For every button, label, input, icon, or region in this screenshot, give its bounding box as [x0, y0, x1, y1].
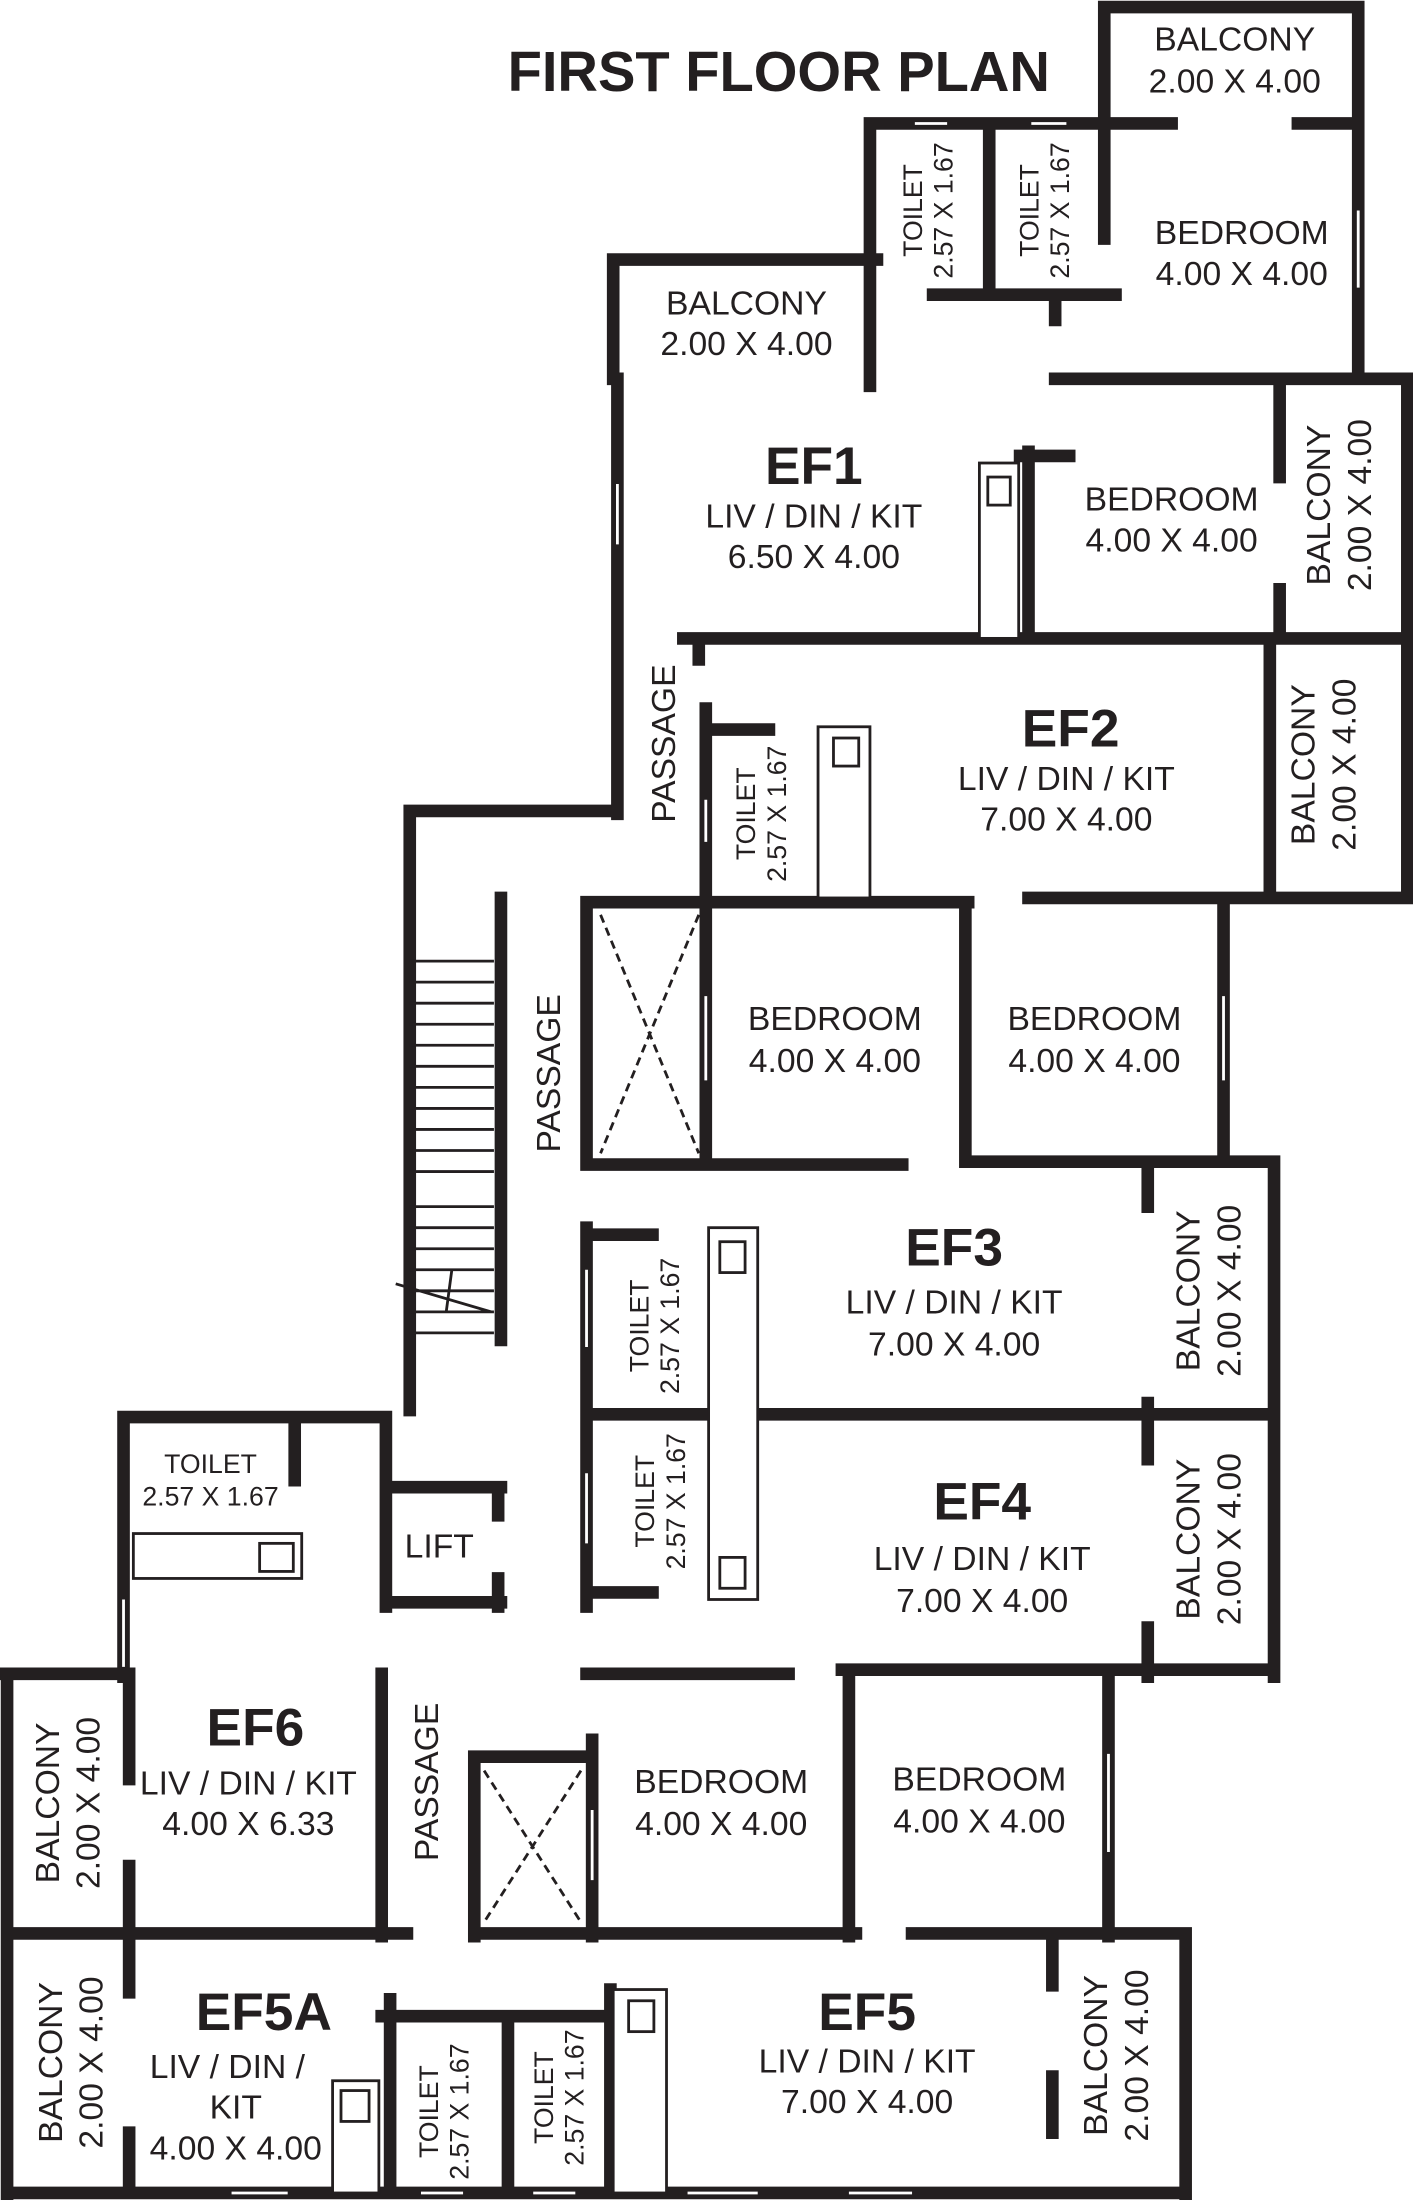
wall-segment [482, 914, 701, 1923]
dim: 2.57 X 1.67 [655, 1258, 685, 1394]
fixture [718, 1555, 747, 1590]
label: BALCONY [1154, 22, 1315, 59]
dim: 2.00 X 4.00 [1211, 1453, 1248, 1625]
label: BEDROOM [634, 1764, 808, 1801]
label: BALCONY [666, 285, 827, 322]
label: PASSAGE [531, 994, 568, 1152]
label: KIT [210, 2090, 262, 2127]
staircase [395, 959, 494, 1335]
dim: 2.00 X 4.00 [1211, 1205, 1248, 1377]
fixture [832, 736, 861, 768]
dim: 4.00 X 4.00 [635, 1806, 807, 1843]
dim: 7.00 X 4.00 [781, 2084, 953, 2121]
label: BEDROOM [748, 1001, 922, 1038]
fixture [986, 475, 1012, 507]
fixture [339, 2089, 371, 2123]
label: BALCONY [1286, 684, 1323, 845]
fixture [707, 1226, 760, 1601]
label: TOILET [164, 1449, 257, 1479]
dim: 4.00 X 4.00 [150, 2130, 322, 2167]
label: BALCONY [1171, 1459, 1208, 1620]
label: LIV / DIN / KIT [846, 1284, 1063, 1321]
plan-title: FIRST FLOOR PLAN [508, 40, 1050, 103]
dim: 4.00 X 4.00 [1008, 1043, 1180, 1080]
dim: 7.00 X 4.00 [868, 1326, 1040, 1363]
dim: 4.00 X 4.00 [749, 1043, 921, 1080]
label: PASSAGE [646, 664, 683, 822]
label: TOILET [731, 767, 761, 860]
dim: 2.00 X 4.00 [1326, 679, 1363, 851]
unit-ef4: EF4 [933, 1473, 1031, 1532]
dim: 2.00 X 4.00 [1119, 1969, 1156, 2141]
dim: 2.00 X 4.00 [1342, 419, 1379, 591]
label: LIV / DIN / KIT [874, 1541, 1091, 1578]
unit-ef1: EF1 [765, 437, 863, 496]
dim: 2.57 X 1.67 [1045, 142, 1075, 278]
label: TOILET [630, 1455, 660, 1548]
dim: 4.00 X 4.00 [893, 1803, 1065, 1840]
label: LIV / DIN / [150, 2049, 306, 2086]
dim: 2.00 X 4.00 [73, 1976, 110, 2148]
label: BEDROOM [1155, 215, 1329, 252]
label: BALCONY [33, 1982, 70, 2143]
fixture [627, 1999, 656, 2034]
fixture [718, 1240, 747, 1274]
dim: 2.57 X 1.67 [445, 2043, 475, 2179]
dim: 2.00 X 4.00 [71, 1717, 108, 1889]
dim: 2.57 X 1.67 [560, 2029, 590, 2165]
label: BALCONY [1301, 425, 1338, 586]
label: PASSAGE [409, 1703, 446, 1861]
label: TOILET [624, 1280, 654, 1373]
dim: 2.57 X 1.67 [142, 1481, 278, 1511]
unit-ef5a: EF5A [196, 1983, 332, 2042]
wall-segment [122, 122, 1360, 2195]
label: BALCONY [30, 1723, 67, 1884]
label: BEDROOM [1085, 482, 1259, 519]
dim: 7.00 X 4.00 [896, 1583, 1068, 1620]
dim: 4.00 X 6.33 [162, 1806, 334, 1843]
dim: 4.00 X 4.00 [1156, 256, 1328, 293]
dim: 2.57 X 1.67 [661, 1433, 691, 1569]
label: TOILET [1014, 164, 1044, 257]
fixture [258, 1541, 295, 1573]
lift-label: LIFT [405, 1528, 474, 1565]
unit-ef6: EF6 [207, 1698, 305, 1757]
label: LIV / DIN / KIT [705, 499, 922, 536]
label: TOILET [414, 2065, 444, 2158]
label: TOILET [898, 164, 928, 257]
unit-ef3: EF3 [905, 1219, 1003, 1278]
label: LIV / DIN / KIT [140, 1766, 357, 1803]
label: BEDROOM [1007, 1001, 1181, 1038]
dim: 6.50 X 4.00 [728, 539, 900, 576]
label: BALCONY [1171, 1210, 1208, 1371]
dim: 4.00 X 4.00 [1086, 522, 1258, 559]
unit-ef2: EF2 [1022, 699, 1120, 758]
label: LIV / DIN / KIT [958, 761, 1175, 798]
label: LIV / DIN / KIT [759, 2043, 976, 2080]
dim: 2.57 X 1.67 [929, 142, 959, 278]
dim: 7.00 X 4.00 [980, 802, 1152, 839]
dim: 2.00 X 4.00 [660, 326, 832, 363]
dim: 2.00 X 4.00 [1149, 64, 1321, 101]
dim: 2.57 X 1.67 [762, 746, 792, 882]
label: BEDROOM [892, 1761, 1066, 1798]
unit-ef5: EF5 [818, 1983, 916, 2042]
label: BALCONY [1078, 1975, 1115, 2136]
label: TOILET [529, 2051, 559, 2144]
